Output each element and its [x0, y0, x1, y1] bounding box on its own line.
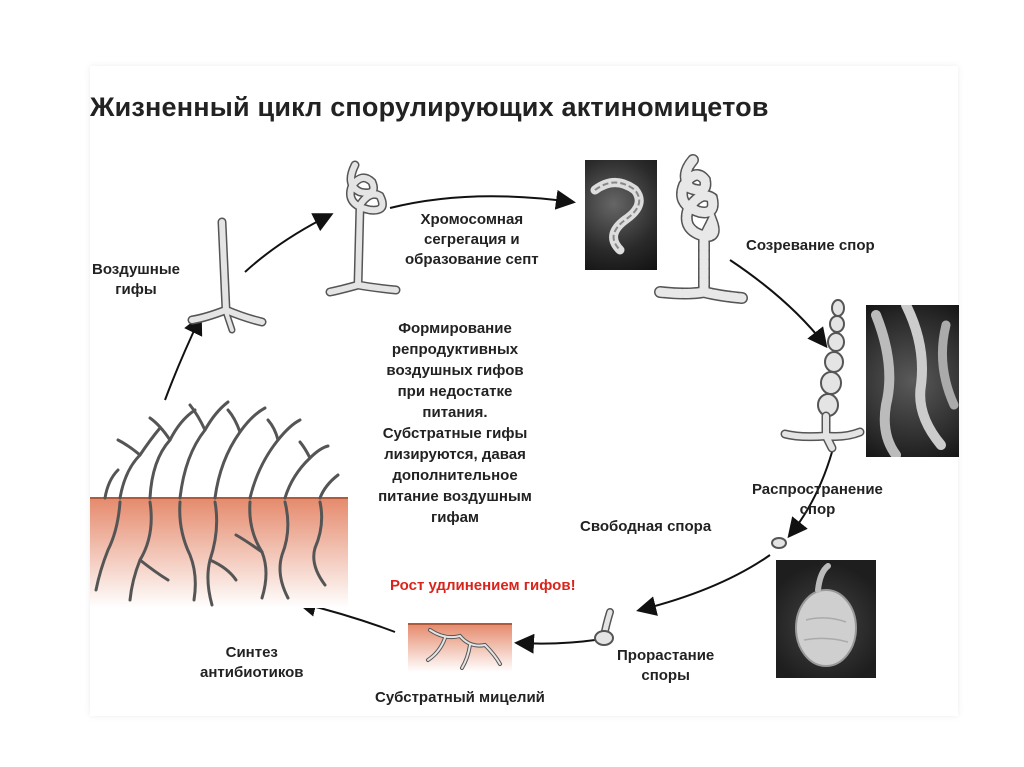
label-aerial-hyphae: Воздушные гифы: [92, 261, 181, 298]
micrograph-spore-chains: [866, 305, 959, 457]
arrow-chain-to-dispersal: [787, 451, 833, 539]
label-free-spore: Свободная спора: [580, 518, 712, 535]
arrow-aerial-to-coil: [244, 213, 334, 273]
micrograph-germinating-spore: [776, 560, 876, 678]
small-substrate-mycelium-drawing: [408, 623, 512, 672]
arrow-septa-to-chain: [729, 259, 828, 349]
aerial-hypha-drawing: [187, 217, 267, 334]
label-growth-text: Рост удлинением гифов!: [390, 577, 576, 594]
label-antibiotic-synthesis: Синтез антибиотиков: [200, 644, 304, 681]
arrow-coil-to-septa: [389, 189, 576, 210]
label-substrate-mycelium: Субстратный мицелий: [375, 689, 545, 706]
label-spore-dispersal: Распространение спор: [752, 481, 883, 518]
arrow-mycelium-to-aerial: [164, 314, 203, 401]
label-spore-germination: Прорастание споры: [617, 647, 715, 684]
label-spore-maturation: Созревание спор: [746, 237, 875, 254]
page-title: Жизненный цикл спорулирующих актиномицет…: [90, 92, 769, 122]
label-chromosome-segregation: Хромосомная сегрегация и образование сеп…: [405, 211, 539, 268]
micrograph-coil: [585, 160, 657, 270]
germinating-spore-drawing: [594, 608, 614, 646]
septated-coil-drawing: [654, 154, 748, 304]
free-spore-drawing: [771, 537, 787, 549]
spore-chain-drawing: [780, 299, 865, 453]
coiled-hypha-drawing: [325, 160, 401, 297]
arrow-germination-to-substrate: [514, 633, 596, 654]
label-formation-text: Формирование репродуктивных воздушных ги…: [378, 320, 532, 526]
arrow-spore-to-germination: [636, 554, 771, 616]
colony-drawing: [90, 400, 348, 608]
